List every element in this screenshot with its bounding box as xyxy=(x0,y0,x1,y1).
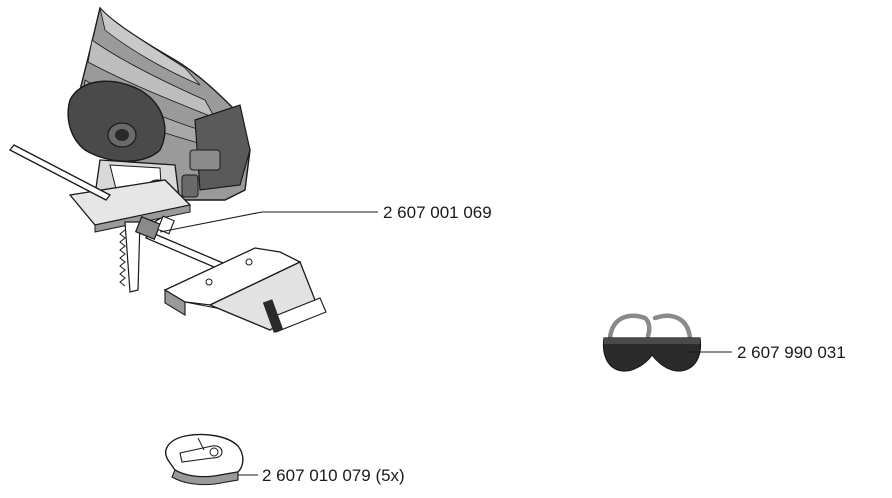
anti-splinter-insert-icon xyxy=(165,433,258,486)
leader-line-parallel-guide xyxy=(159,211,263,233)
part-number-parallel-guide: 2 607 001 069 xyxy=(383,203,492,222)
part-number-safety-goggles: 2 607 990 031 xyxy=(737,343,846,362)
part-number-anti-splinter-insert: 2 607 010 079 (5x) xyxy=(262,466,405,485)
safety-goggles-icon xyxy=(602,313,732,372)
jigsaw-illustration xyxy=(8,6,378,333)
